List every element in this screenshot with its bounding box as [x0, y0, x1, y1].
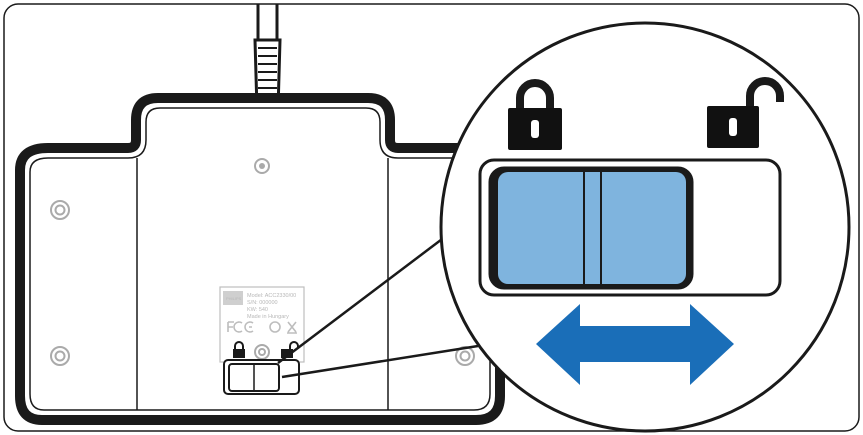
- double-headed-arrow-icon: [536, 304, 734, 385]
- lock-switch-small: [223, 359, 300, 395]
- certification-marks-icon: [227, 321, 297, 334]
- lock-switch-magnified: [478, 158, 782, 297]
- label-line: Model: ACC2330/00: [247, 293, 296, 299]
- device-body: [15, 93, 505, 425]
- label-line: Made in Hungary: [247, 314, 289, 320]
- screw-left-bottom: [50, 346, 70, 366]
- callout-line: [281, 344, 479, 379]
- illustration-frame: [3, 3, 860, 432]
- padlock-closed-icon: [508, 79, 562, 150]
- label-brand: PHILIPS: [226, 296, 242, 301]
- slider-knob: [498, 172, 686, 284]
- label-line: KW: 540: [247, 307, 268, 313]
- label-line: S/N: 000000: [247, 300, 278, 306]
- screw-top: [254, 158, 270, 174]
- padlock-open-icon: [707, 77, 784, 148]
- small-padlock-closed-icon: [233, 341, 245, 358]
- small-padlock-open-icon: [281, 341, 299, 358]
- callout-line: [277, 223, 463, 364]
- screw-left-top: [50, 200, 70, 220]
